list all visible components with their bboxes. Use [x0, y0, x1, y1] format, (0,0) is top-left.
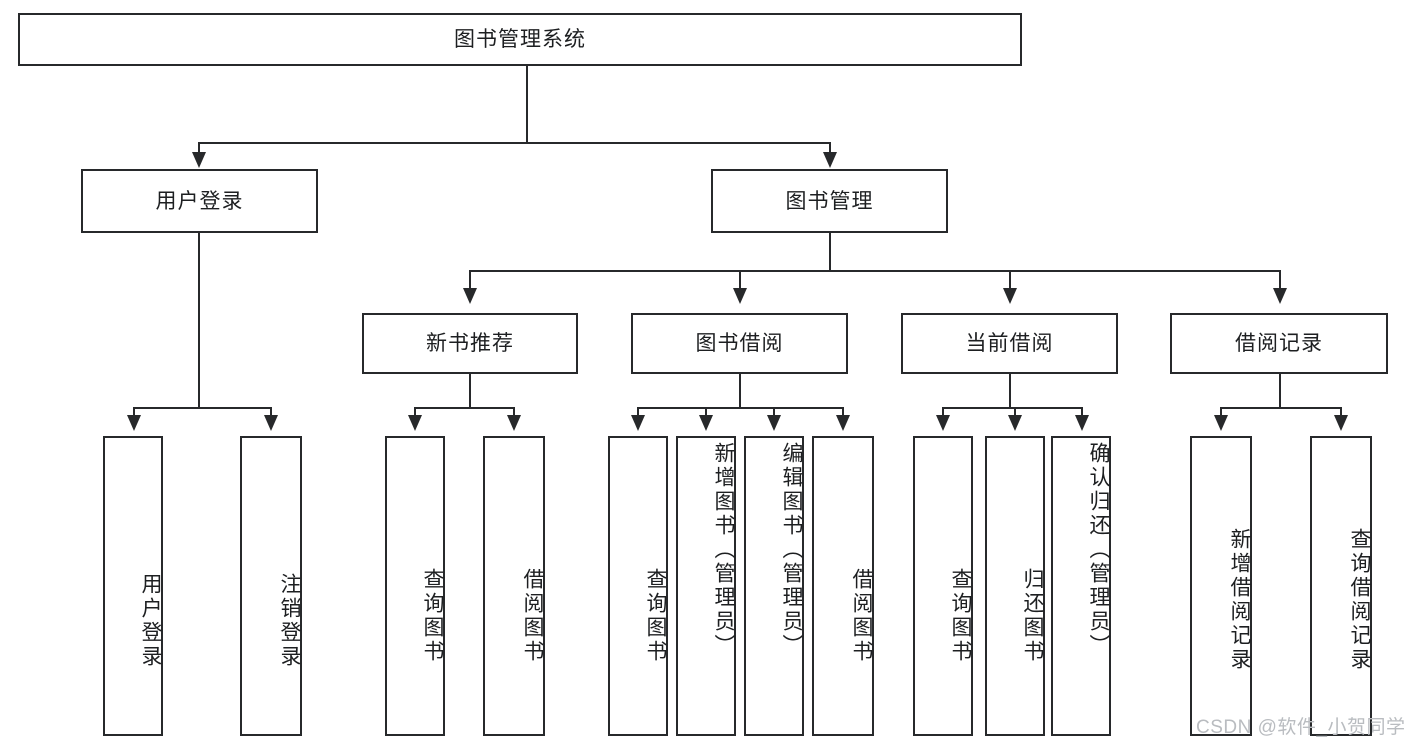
- node-new-book-recommend[interactable]: 新书推荐: [362, 313, 578, 374]
- leaf-edit-book-admin[interactable]: 编辑图书（管理员）: [744, 436, 804, 736]
- node-borrow-record[interactable]: 借阅记录: [1170, 313, 1388, 374]
- connector-br-drop-1: [1220, 407, 1222, 419]
- arrowhead-to-new-book-recommend: [463, 288, 477, 304]
- connector-cb-drop-1: [942, 407, 944, 419]
- node-label: 图书借阅: [695, 332, 784, 355]
- node-label: 用户登录: [155, 189, 244, 213]
- node-label: 查询图书: [421, 568, 444, 664]
- connector-level1-bus: [198, 142, 830, 144]
- node-label: 当前借阅: [965, 332, 1054, 355]
- connector-borrow-record-stem: [1279, 374, 1281, 407]
- node-book-management[interactable]: 图书管理: [711, 169, 948, 233]
- leaf-confirm-return-admin[interactable]: 确认归还（管理员）: [1051, 436, 1111, 736]
- node-label: 注销登录: [278, 573, 301, 669]
- arrowhead-leaf-user-login: [127, 415, 141, 431]
- node-user-login[interactable]: 用户登录: [81, 169, 318, 233]
- arrowhead-leaf-add-borrow-record: [1214, 415, 1228, 431]
- connector-bb-drop-1: [637, 407, 639, 419]
- arrowhead-to-current-borrow: [1003, 288, 1017, 304]
- node-label: 查询图书: [644, 568, 667, 664]
- arrowhead-to-book-management: [823, 152, 837, 168]
- connector-level3-drop-2: [739, 270, 741, 298]
- leaf-add-borrow-record[interactable]: 新增借阅记录: [1190, 436, 1252, 736]
- node-book-borrow[interactable]: 图书借阅: [631, 313, 848, 374]
- connector-new-book-recommend-bus: [414, 407, 514, 409]
- connector-book-borrow-stem: [739, 374, 741, 407]
- node-label: 图书管理系统: [454, 28, 586, 51]
- connector-user-login-drop-1: [133, 407, 135, 419]
- leaf-borrow-book-new-recommend[interactable]: 借阅图书: [483, 436, 545, 736]
- arrowhead-leaf-query-borrow-record: [1334, 415, 1348, 431]
- connector-user-login-drop-2: [270, 407, 272, 419]
- connector-cb-drop-2: [1014, 407, 1016, 419]
- connector-root-stem: [526, 66, 528, 142]
- connector-user-login-bus: [133, 407, 271, 409]
- node-current-borrow[interactable]: 当前借阅: [901, 313, 1118, 374]
- connector-level3-drop-3: [1009, 270, 1011, 298]
- leaf-logout[interactable]: 注销登录: [240, 436, 302, 736]
- node-label: 确认归还（管理员）: [1087, 442, 1110, 658]
- connector-bb-drop-3: [773, 407, 775, 419]
- arrowhead-to-borrow-record: [1273, 288, 1287, 304]
- node-label: 借阅图书: [521, 568, 544, 664]
- connector-bb-drop-2: [705, 407, 707, 419]
- connector-bb-drop-4: [842, 407, 844, 419]
- node-label: 新增借阅记录: [1228, 528, 1251, 672]
- arrowhead-leaf-query-book-bb: [631, 415, 645, 431]
- leaf-query-borrow-record[interactable]: 查询借阅记录: [1310, 436, 1372, 736]
- leaf-borrow-book[interactable]: 借阅图书: [812, 436, 874, 736]
- connector-book-management-stem: [829, 233, 831, 272]
- connector-level3-drop-4: [1279, 270, 1281, 298]
- node-label: 新书推荐: [426, 332, 514, 355]
- connector-current-borrow-stem: [1009, 374, 1011, 407]
- node-label: 图书管理: [785, 189, 874, 213]
- node-label: 查询图书: [949, 568, 972, 664]
- connector-nbr-drop-1: [414, 407, 416, 419]
- node-label: 编辑图书（管理员）: [780, 442, 803, 658]
- leaf-query-book-new-recommend[interactable]: 查询图书: [385, 436, 445, 736]
- node-label: 借阅图书: [850, 568, 873, 664]
- arrowhead-leaf-borrow-book-bb: [836, 415, 850, 431]
- node-root-book-management-system[interactable]: 图书管理系统: [18, 13, 1022, 66]
- connector-new-book-recommend-stem: [469, 374, 471, 407]
- node-label: 借阅记录: [1235, 332, 1323, 355]
- connector-current-borrow-bus: [942, 407, 1082, 409]
- leaf-user-login[interactable]: 用户登录: [103, 436, 163, 736]
- arrowhead-leaf-add-book: [699, 415, 713, 431]
- leaf-return-book[interactable]: 归还图书: [985, 436, 1045, 736]
- connector-book-borrow-bus: [637, 407, 843, 409]
- arrowhead-leaf-logout: [264, 415, 278, 431]
- arrowhead-leaf-borrow-book-nbr: [507, 415, 521, 431]
- connector-user-login-stem: [198, 233, 200, 409]
- arrowhead-to-user-login: [192, 152, 206, 168]
- connector-br-drop-2: [1340, 407, 1342, 419]
- leaf-query-book-current[interactable]: 查询图书: [913, 436, 973, 736]
- csdn-watermark: CSDN @软件_小贺同学: [1196, 717, 1405, 738]
- connector-borrow-record-bus: [1220, 407, 1341, 409]
- connector-nbr-drop-2: [513, 407, 515, 419]
- connector-level3-drop-1: [469, 270, 471, 298]
- arrowhead-leaf-confirm-return: [1075, 415, 1089, 431]
- node-label: 查询借阅记录: [1348, 528, 1371, 672]
- node-label: 归还图书: [1021, 568, 1044, 664]
- leaf-query-book-borrow[interactable]: 查询图书: [608, 436, 668, 736]
- node-label: 用户登录: [139, 573, 162, 669]
- node-label: 新增图书（管理员）: [712, 442, 735, 658]
- arrowhead-to-book-borrow: [733, 288, 747, 304]
- arrowhead-leaf-edit-book: [767, 415, 781, 431]
- arrowhead-leaf-query-book-nbr: [408, 415, 422, 431]
- arrowhead-leaf-return-book: [1008, 415, 1022, 431]
- leaf-add-book-admin[interactable]: 新增图书（管理员）: [676, 436, 736, 736]
- arrowhead-leaf-query-book-cb: [936, 415, 950, 431]
- connector-level3-bus: [469, 270, 1280, 272]
- connector-cb-drop-3: [1081, 407, 1083, 419]
